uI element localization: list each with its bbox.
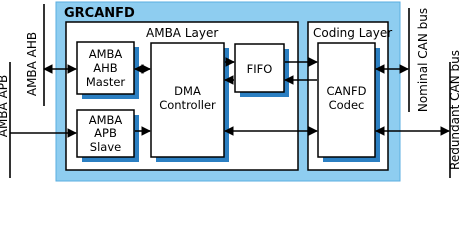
dma-line2: Controller: [159, 98, 216, 112]
fifo-block: [234, 43, 285, 93]
apb-slave-line1: AMBA: [89, 113, 123, 127]
codec-line2: Codec: [329, 98, 365, 112]
canfd-codec-block: [317, 42, 376, 158]
ahb-bus-label: AMBA AHB: [25, 32, 39, 96]
amba-layer-label: AMBA Layer: [146, 26, 218, 40]
ahb-master-line1: AMBA: [89, 47, 123, 61]
ahb-master-line3: Master: [86, 75, 126, 89]
apb-slave-line3: Slave: [90, 140, 121, 154]
apb-slave-block: [76, 109, 135, 158]
fifo-label: FIFO: [247, 62, 273, 76]
nominal-bus-label: Nominal CAN bus: [416, 8, 430, 112]
redundant-bus-label: Redundant CAN bus: [448, 50, 460, 170]
apb-bus-label: AMBA APB: [0, 75, 10, 138]
dma-line1: DMA: [174, 84, 201, 98]
dma-controller-block: [150, 42, 225, 158]
grcanfd-block-diagram: GRCANFD AMBA Layer Coding Layer AMBA AHB…: [0, 1, 460, 182]
ahb-master-block: [76, 41, 135, 95]
core-title: GRCANFD: [64, 6, 135, 21]
apb-slave-line2: APB: [94, 126, 117, 140]
ahb-master-line2: AHB: [93, 61, 118, 75]
coding-layer-label: Coding Layer: [313, 26, 392, 40]
codec-line1: CANFD: [327, 84, 367, 98]
